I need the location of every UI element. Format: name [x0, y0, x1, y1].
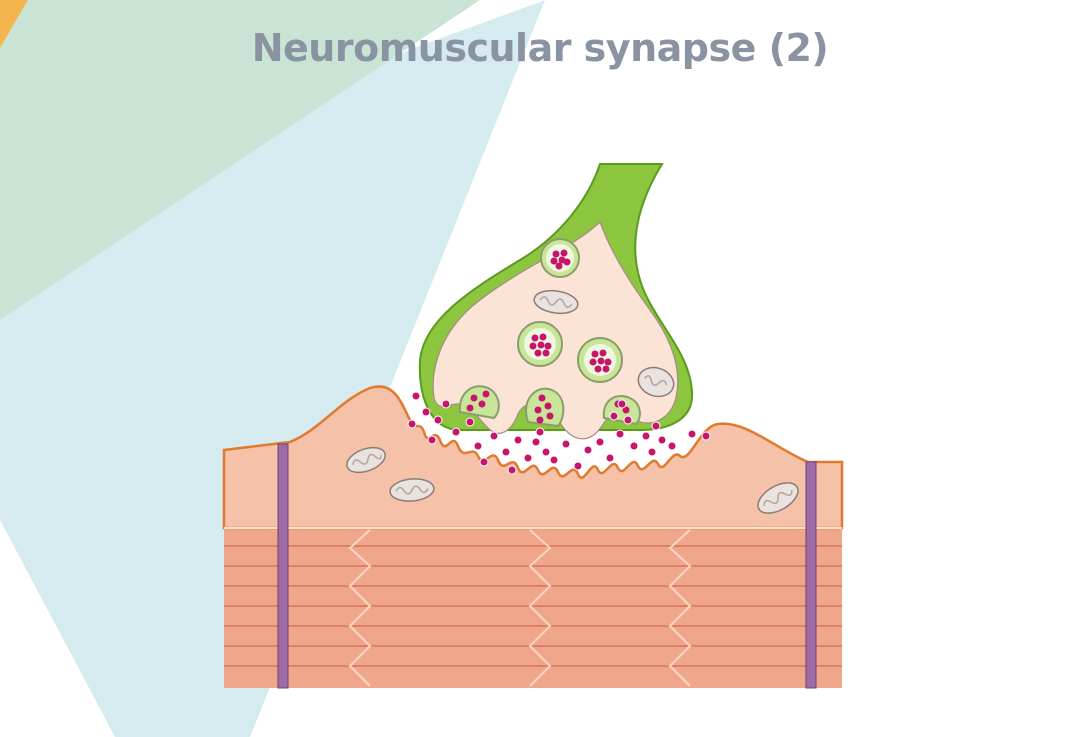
axon-terminal	[418, 163, 694, 440]
sarcolemma-surface	[222, 385, 844, 530]
muscle-fiber	[222, 385, 844, 689]
fusing-vesicle	[525, 387, 565, 428]
mitochondrion-icon	[637, 366, 675, 398]
z-line-left	[277, 443, 289, 689]
background-green-wedge	[0, 0, 480, 320]
z-line-right	[805, 461, 817, 689]
muscle-mitochondria	[346, 446, 799, 514]
synaptic-vesicle	[517, 321, 563, 367]
background-orange-corner	[0, 0, 28, 48]
mitochondrion-icon	[389, 478, 435, 502]
myofibril-lines	[224, 545, 842, 667]
sarcomere-zigzags	[348, 529, 692, 687]
terminal-mitochondria	[533, 289, 675, 398]
synaptic-vesicle	[540, 238, 580, 278]
synaptic-vesicle	[577, 337, 623, 383]
neurotransmitter-molecules	[407, 391, 711, 475]
mitochondrion-icon	[533, 289, 579, 315]
slide-title: Neuromuscular synapse (2)	[251, 26, 829, 70]
mitochondrion-icon	[346, 446, 386, 474]
mitochondrion-icon	[757, 482, 799, 514]
fusing-vesicle	[458, 385, 500, 420]
